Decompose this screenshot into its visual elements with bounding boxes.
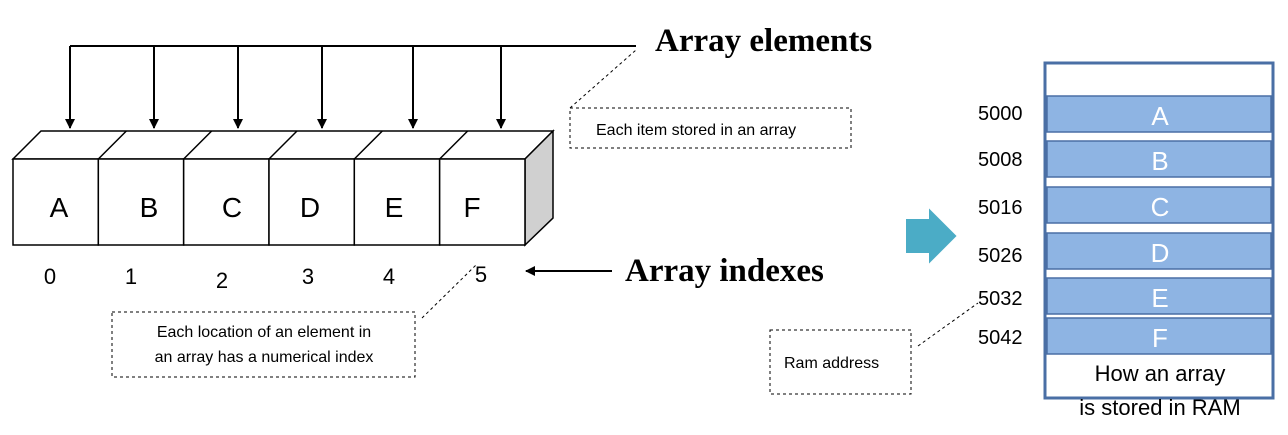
array-cell-letter: A (50, 192, 69, 223)
ram-cell-letter: F (1152, 323, 1168, 353)
top-face-divider (268, 130, 298, 160)
ram-cell-letter: E (1151, 283, 1168, 313)
chevron-right-icon (904, 203, 960, 269)
ram-cell (1046, 186, 1272, 224)
top-face-divider (183, 130, 213, 160)
ram-cell (1046, 140, 1272, 178)
array-elements-title: Array elements (655, 23, 872, 59)
array-indexes: 0 1 2 3 4 5 (44, 262, 487, 293)
ram-cell-letter: A (1151, 101, 1169, 131)
ram-cell (1046, 232, 1272, 270)
index-note-leader (421, 264, 477, 319)
elements-note-leader (569, 49, 637, 109)
ram-caption-line1: How an array (1095, 361, 1226, 386)
ram-cell (1046, 317, 1272, 355)
array-cell-letter: E (385, 192, 404, 223)
ram-cell-letter: D (1151, 238, 1170, 268)
top-face-dividers (97, 130, 469, 160)
ram-cell-letter: B (1151, 146, 1168, 176)
ram-address-label: 5016 (978, 197, 1023, 219)
top-face-divider (439, 130, 469, 160)
array-index-label: 5 (475, 262, 487, 287)
top-face-divider (353, 130, 383, 160)
ram-address-label: 5032 (978, 288, 1023, 310)
array-cell-letter: B (140, 192, 159, 223)
array-index-label: 3 (302, 264, 314, 289)
array-index-label: 0 (44, 264, 56, 289)
element-arrows (65, 45, 636, 129)
array-index-label: 2 (216, 268, 228, 293)
ram-addresses: 5000 5008 5016 5026 5032 5042 (978, 103, 1023, 349)
array-cell (353, 158, 441, 246)
top-face-divider (97, 130, 127, 160)
index-note-line2: an array has a numerical index (155, 349, 374, 366)
elements-note-box (569, 107, 852, 149)
array-index-label: 1 (125, 264, 137, 289)
array-index-label: 4 (383, 264, 395, 289)
ram-note-box (769, 329, 912, 395)
array-indexes-title: Array indexes (625, 253, 824, 289)
array-cell (268, 158, 356, 246)
ram-cell-letter: C (1151, 192, 1170, 222)
index-note-box (111, 311, 416, 378)
ram-cell (1046, 277, 1272, 315)
ram-address-label: 5042 (978, 327, 1023, 349)
array-cell-letter: C (222, 192, 242, 223)
ram-address-label: 5008 (978, 149, 1023, 171)
elements-note-text: Each item stored in an array (596, 122, 796, 139)
array-cells: A B C D E F (12, 158, 526, 246)
array-cell (438, 158, 526, 246)
ram-address-label: 5026 (978, 245, 1023, 267)
index-note-line1: Each location of an element in (157, 324, 371, 341)
ram-address-label: 5000 (978, 103, 1023, 125)
ram-note-text: Ram address (784, 355, 879, 372)
ram-note-leader (917, 302, 979, 347)
ram-cell (1046, 95, 1272, 133)
array-cell (182, 158, 270, 246)
array-cell-letter: D (300, 192, 320, 223)
ram-caption-line2: is stored in RAM (1079, 395, 1240, 420)
array-cell-letter: F (463, 192, 480, 223)
